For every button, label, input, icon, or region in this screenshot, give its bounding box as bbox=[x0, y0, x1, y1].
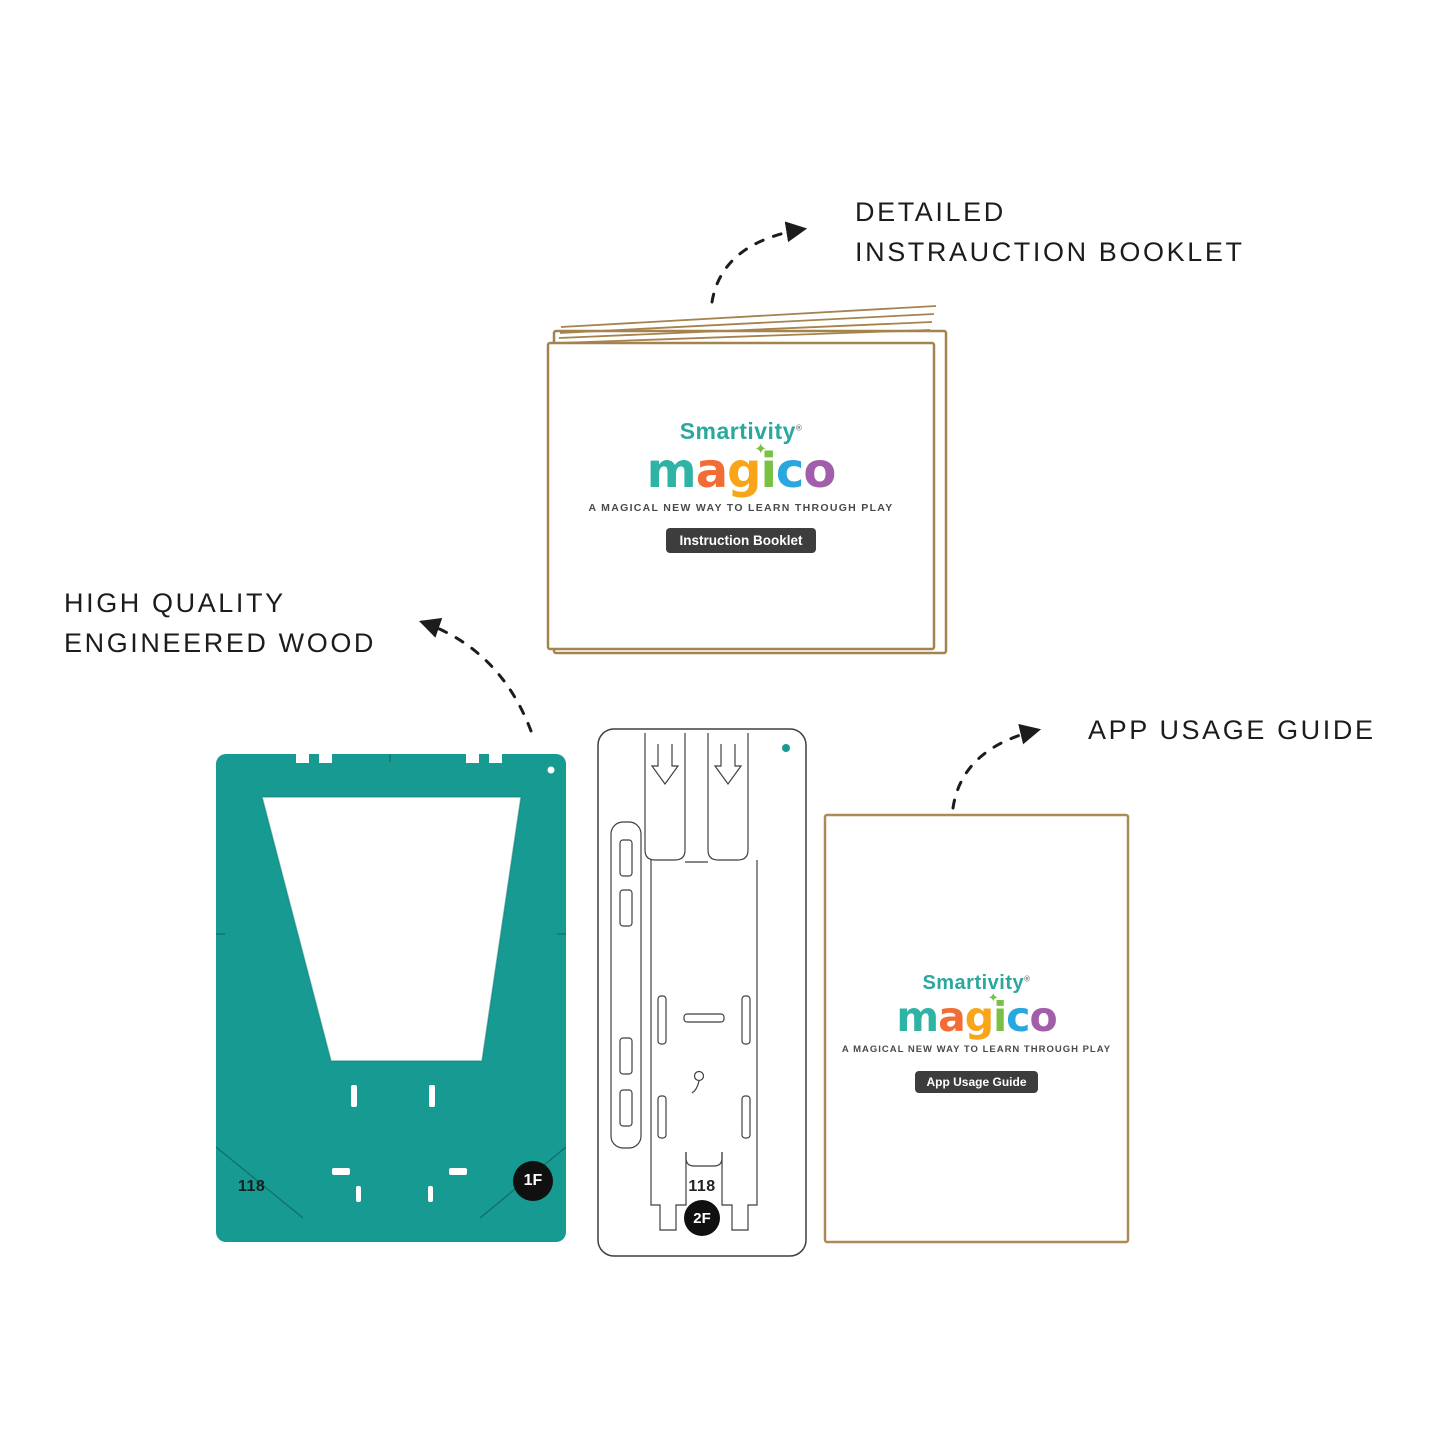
brand-name-text: Smartivity bbox=[679, 418, 796, 444]
smartivity-wordmark: Smartivity® bbox=[825, 972, 1128, 995]
cutout-outlines bbox=[610, 733, 758, 1231]
callout-line: INSTRAUCTION BOOKLET bbox=[855, 237, 1245, 267]
white-sheet-body bbox=[597, 728, 807, 1257]
logo-letter: g bbox=[964, 993, 994, 1041]
app-usage-guide-badge: App Usage Guide bbox=[915, 1071, 1038, 1093]
white-wood-sheet bbox=[597, 728, 807, 1257]
badge-row: App Usage Guide bbox=[825, 1055, 1128, 1093]
logo-letter: i bbox=[993, 993, 1007, 1041]
logo-letter: i bbox=[760, 443, 776, 499]
registered-mark: ® bbox=[795, 423, 803, 433]
logo-letter: a bbox=[938, 993, 966, 1041]
logo-letter: o bbox=[1029, 993, 1057, 1041]
logo-letter: o bbox=[803, 443, 836, 499]
dashed-arrow-app-usage-guide bbox=[951, 723, 1042, 810]
teal-wood-panel bbox=[215, 753, 567, 1242]
app-usage-guide-booklet bbox=[823, 813, 1130, 1244]
white-sheet-code-badge: 2F bbox=[684, 1200, 720, 1236]
dashed-arrow-instruction-booklet bbox=[710, 221, 808, 304]
logo-letter: a bbox=[695, 443, 728, 499]
brand-tagline: A MAGICAL NEW WAY TO LEARN THROUGH PLAY bbox=[841, 1044, 1112, 1055]
sparkle-icon: ✦ bbox=[987, 991, 999, 1007]
alignment-hole bbox=[547, 766, 555, 774]
teal-panel-part-number: 118 bbox=[238, 1178, 266, 1195]
logo-letter: m bbox=[896, 993, 939, 1041]
magico-wordmark: magico✦ bbox=[647, 441, 837, 495]
smartivity-wordmark: Smartivity® bbox=[548, 418, 934, 445]
callout-line: HIGH QUALITY bbox=[64, 588, 286, 618]
callout-line: ENGINEERED WOOD bbox=[64, 628, 377, 658]
callout-line: DETAILED bbox=[855, 197, 1006, 227]
teal-dot bbox=[782, 744, 790, 752]
down-arrow-cutout bbox=[650, 744, 680, 786]
callout-app-usage-guide: APP USAGE GUIDE bbox=[1088, 710, 1376, 750]
sparkle-icon: ✦ bbox=[754, 439, 768, 458]
top-notch-cutouts bbox=[296, 753, 502, 763]
callout-instruction-booklet: DETAILED INSTRAUCTION BOOKLET bbox=[855, 192, 1245, 272]
teal-panel-code-badge: 1F bbox=[513, 1161, 553, 1201]
logo-letter: m bbox=[646, 443, 697, 499]
callout-engineered-wood: HIGH QUALITY ENGINEERED WOOD bbox=[64, 583, 376, 663]
brand-tagline: A MAGICAL NEW WAY TO LEARN THROUGH PLAY bbox=[588, 502, 894, 514]
logo-letter: g bbox=[727, 443, 761, 499]
dashed-arrow-engineered-wood bbox=[419, 617, 533, 733]
badge-row: Instruction Booklet bbox=[548, 514, 934, 553]
logo-letter: c bbox=[775, 443, 804, 499]
slot-cutouts bbox=[332, 1085, 467, 1202]
instruction-booklet-badge: Instruction Booklet bbox=[666, 528, 816, 553]
logo-letter: c bbox=[1006, 993, 1030, 1041]
book-page-fan bbox=[557, 305, 937, 344]
down-arrow-cutout bbox=[713, 744, 743, 786]
brand-name-text: Smartivity bbox=[922, 972, 1025, 994]
instruction-booklet-illustration bbox=[546, 305, 948, 655]
app-usage-guide-cover-art: Smartivity® magico ✦ A MAGICAL NEW WAY TO… bbox=[825, 972, 1128, 1093]
book-front-cover bbox=[546, 341, 936, 651]
white-sheet-part-number: 118 bbox=[688, 1178, 716, 1195]
registered-mark: ® bbox=[1024, 974, 1031, 984]
trapezoid-cutout bbox=[261, 796, 522, 1062]
instruction-booklet-cover-art: Smartivity® magico✦ A MAGICAL NEW WAY TO… bbox=[548, 418, 934, 553]
callout-line: APP USAGE GUIDE bbox=[1088, 715, 1376, 745]
magico-wordmark: magico ✦ bbox=[896, 992, 1057, 1038]
